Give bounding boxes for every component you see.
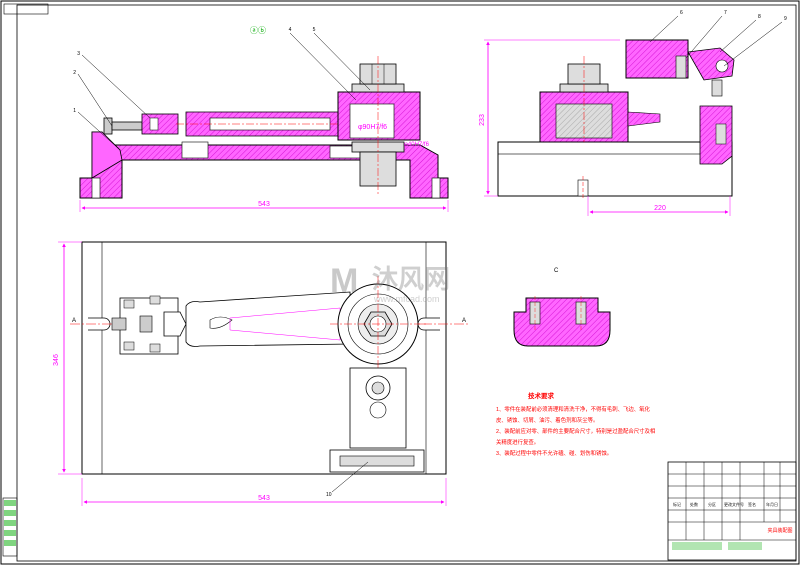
tech-line-4: 关精度进行复查。: [496, 438, 539, 446]
title-block: [667, 461, 797, 561]
side-balloon-7: 7: [724, 10, 727, 16]
watermark-url: www.mfcad.com: [373, 294, 440, 304]
watermark: M 沐风网 www.mfcad.com: [330, 262, 450, 304]
front-balloon-3: 3: [77, 51, 80, 57]
section-mark-left: A: [72, 318, 76, 324]
tb-footer-0: 标记: [673, 501, 681, 507]
front-balloon-2: 2: [73, 70, 76, 76]
side-dim-height: 233: [479, 114, 486, 126]
side-base: [497, 141, 733, 197]
tb-footer-2: 分区: [708, 501, 716, 507]
detail-view: C: [513, 268, 611, 347]
top-dim-length: 543: [258, 495, 270, 502]
clamp-block: [141, 113, 179, 135]
tb-footer-5: 年月日: [766, 501, 778, 507]
section-mark-right: A: [462, 318, 466, 324]
tech-line-2: 皮、锈蚀、切屑、油污、着色剂和灰尘等。: [496, 416, 598, 424]
side-balloon-9: 9: [784, 16, 787, 22]
front-view: φ90H7/f6 φ40H7/f6 1 2 3 4 5 543: [73, 27, 449, 212]
top-dim-width: 346: [53, 354, 60, 366]
front-balloon-1: 1: [73, 108, 76, 114]
tech-requirements: 技术要求 1、零件在装配前必须清理和清洗干净，不得有毛刺、飞边、氧化 皮、锈蚀、…: [496, 391, 655, 457]
detail-section: [513, 297, 611, 347]
inner-border: [16, 4, 797, 562]
tech-line-3: 2、装配前应对零、部件的主要配合尺寸，特别是过盈配合尺寸及相: [496, 427, 655, 435]
tech-line-5: 3、装配过程中零件不允许磕、碰、划伤和锈蚀。: [496, 449, 612, 457]
binding-strip: [2, 497, 18, 557]
tb-footer-1: 处数: [690, 501, 698, 507]
tb-footer-4: 签名: [748, 501, 756, 507]
fit-main-label: φ90H7/f6: [358, 124, 387, 131]
tb-footer-3: 更改文件号: [724, 501, 744, 507]
side-dim-width: 220: [654, 205, 666, 212]
watermark-brand: 沐风网: [372, 264, 450, 294]
watermark-logo-mark: M: [330, 262, 358, 300]
tech-title: 技术要求: [528, 391, 555, 400]
front-dim-length: 543: [258, 201, 270, 208]
side-view: 6 7 8 9 233 220: [479, 10, 787, 216]
detail-label: C: [554, 268, 559, 274]
title-red: 夹具装配图: [767, 527, 792, 534]
top-view: A A 10 5: [53, 241, 470, 506]
side-balloon-8: 8: [758, 14, 761, 20]
fit-small-label: φ40H7/f6: [404, 142, 430, 148]
side-balloon-6: 6: [680, 10, 683, 16]
top-balloon-10: 10: [326, 492, 332, 498]
top-marker: ⓐⓑ: [250, 26, 266, 35]
clamp-knob: [103, 117, 113, 135]
front-balloon-5: 5: [313, 27, 316, 33]
tech-line-1: 1、零件在装配前必须清理和清洗干净，不得有毛刺、飞边、氧化: [496, 405, 651, 413]
corner-box: [3, 3, 49, 15]
front-balloon-4: 4: [289, 27, 292, 33]
